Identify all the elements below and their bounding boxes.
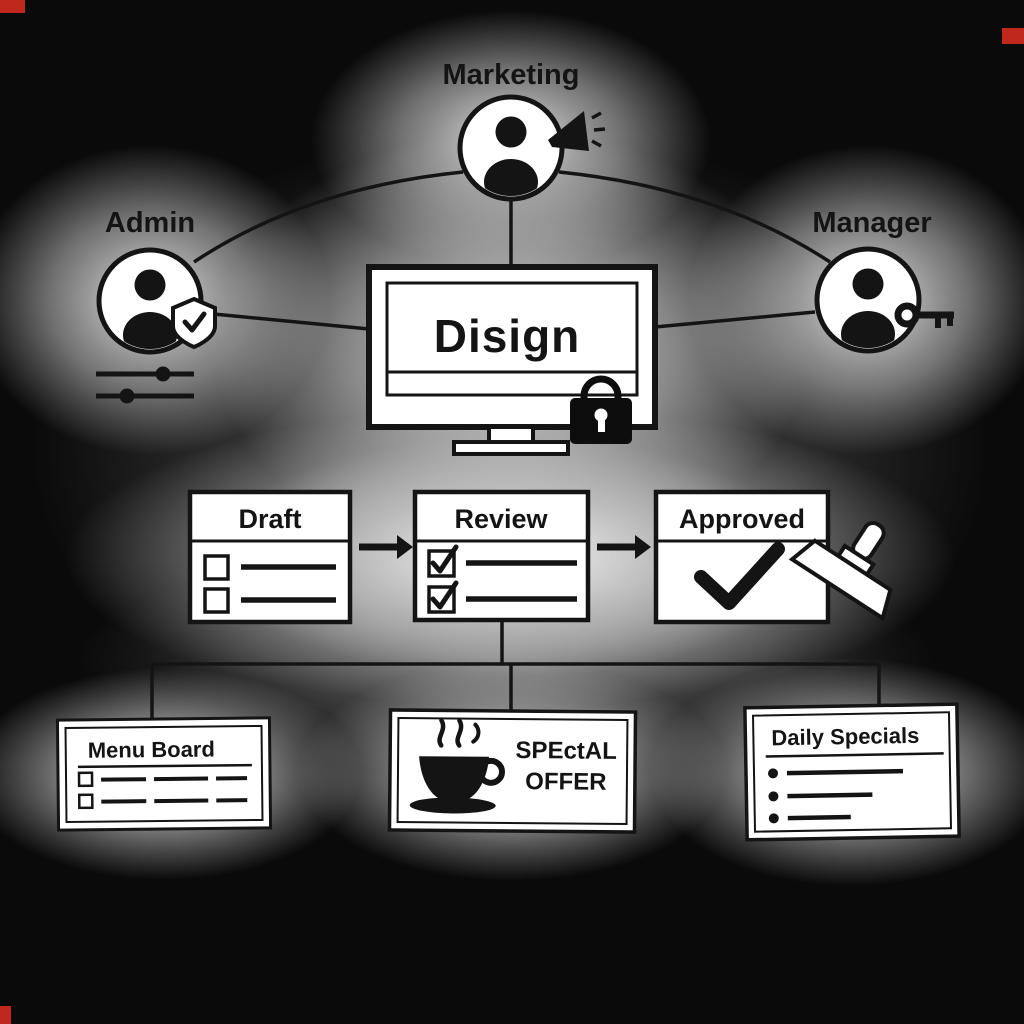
workflow-step-draft: Draft (187, 489, 353, 625)
monitor-stand-base (452, 440, 570, 456)
megaphone-icon (548, 111, 606, 151)
manager-label: Manager (812, 207, 931, 239)
corner-mark-bottom-left (0, 1006, 11, 1024)
design-monitor: Disign (366, 264, 658, 456)
edge-admin-monitor (202, 311, 370, 331)
daily-specials-inner-frame (751, 711, 953, 833)
draft-title: Draft (238, 504, 301, 534)
edge-marketing-admin (193, 170, 464, 264)
edge-manager-monitor (654, 310, 816, 329)
lock-icon (570, 375, 632, 444)
menu-list-icon (77, 771, 248, 810)
checkmark-icon (694, 542, 785, 610)
output-daily-specials: Daily Specials (743, 702, 961, 842)
monitor-stand-neck (487, 425, 535, 444)
role-node-admin: Admin (96, 207, 217, 404)
shield-check-icon (171, 296, 217, 350)
admin-label: Admin (105, 207, 195, 239)
edge-marketing-manager (558, 170, 831, 264)
key-icon (894, 302, 954, 328)
daily-specials-title: Daily Specials (771, 723, 919, 751)
manager-avatar-silhouette (841, 268, 895, 348)
coffee-cup-icon (409, 718, 505, 814)
special-offer-line1: SPEctAL (515, 737, 617, 765)
marketing-avatar-silhouette (484, 116, 538, 196)
output-menu-board: Menu Board (55, 716, 273, 832)
checked-list-icon (427, 544, 577, 614)
role-node-marketing: Marketing (443, 59, 606, 202)
corner-mark-top-right (1002, 28, 1024, 44)
sliders-icon (96, 366, 194, 404)
role-node-manager: Manager (812, 207, 954, 354)
checklist-icon (203, 554, 336, 614)
stamp-icon (788, 521, 893, 622)
screen-title: Disign (434, 310, 581, 362)
special-offer-line2: OFFER (525, 768, 607, 796)
menu-board-title-underline (77, 763, 252, 769)
special-offer-inner-frame (396, 716, 629, 826)
output-special-offer: SPEctAL OFFER (387, 708, 638, 834)
monitor-screen (385, 281, 639, 397)
arrow-review-approved (597, 535, 651, 559)
manager-avatar-icon (814, 246, 922, 354)
daily-specials-title-underline (765, 752, 944, 758)
arrow-draft-review (359, 535, 413, 559)
admin-avatar-silhouette (123, 269, 177, 349)
approved-title: Approved (679, 504, 805, 534)
review-title: Review (454, 504, 548, 534)
marketing-label: Marketing (443, 59, 580, 91)
menu-board-inner-frame (64, 724, 264, 824)
bullet-list-icon (768, 768, 904, 824)
corner-mark-top-left (0, 0, 25, 13)
connector-lines (150, 170, 881, 719)
menu-board-title: Menu Board (88, 736, 215, 762)
workflow-step-review: Review (412, 489, 591, 623)
